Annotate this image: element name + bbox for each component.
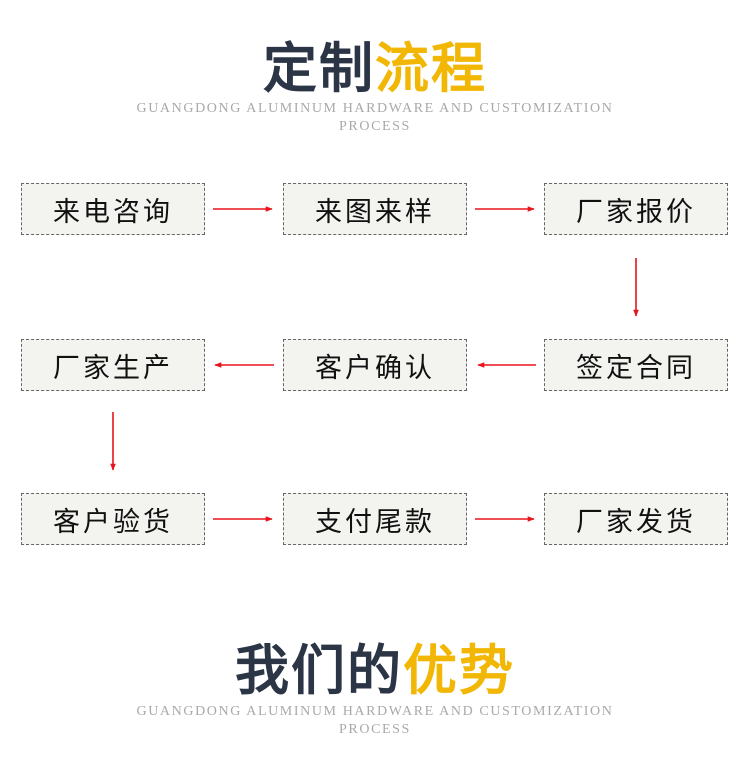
advantage-subtitle-line2: PROCESS xyxy=(339,722,411,737)
advantage-subtitle: GUANGDONG ALUMINUM HARDWARE AND CUSTOMIZ… xyxy=(70,703,680,739)
step-factory-production: 厂家生产 xyxy=(21,339,205,391)
process-subtitle-line1: GUANGDONG ALUMINUM HARDWARE AND CUSTOMIZ… xyxy=(136,101,614,116)
advantage-subtitle-line1: GUANGDONG ALUMINUM HARDWARE AND CUSTOMIZ… xyxy=(136,704,614,719)
process-subtitle: GUANGDONG ALUMINUM HARDWARE AND CUSTOMIZ… xyxy=(70,100,680,136)
step-final-payment: 支付尾款 xyxy=(283,493,467,545)
step-customer-confirm: 客户确认 xyxy=(283,339,467,391)
advantage-title-dark: 我们的 xyxy=(235,638,403,702)
process-subtitle-line2: PROCESS xyxy=(339,119,411,134)
step-call-inquiry: 来电咨询 xyxy=(21,183,205,235)
advantage-title: 我们的优势 xyxy=(0,640,750,700)
process-title-dark: 定制 xyxy=(263,36,375,100)
process-title-gold: 流程 xyxy=(375,36,487,100)
step-factory-shipping: 厂家发货 xyxy=(544,493,728,545)
step-sign-contract: 签定合同 xyxy=(544,339,728,391)
process-title: 定制流程 xyxy=(0,38,750,98)
step-factory-quote: 厂家报价 xyxy=(544,183,728,235)
step-customer-inspection: 客户验货 xyxy=(21,493,205,545)
advantage-title-gold: 优势 xyxy=(403,638,515,702)
step-send-drawing-sample: 来图来样 xyxy=(283,183,467,235)
